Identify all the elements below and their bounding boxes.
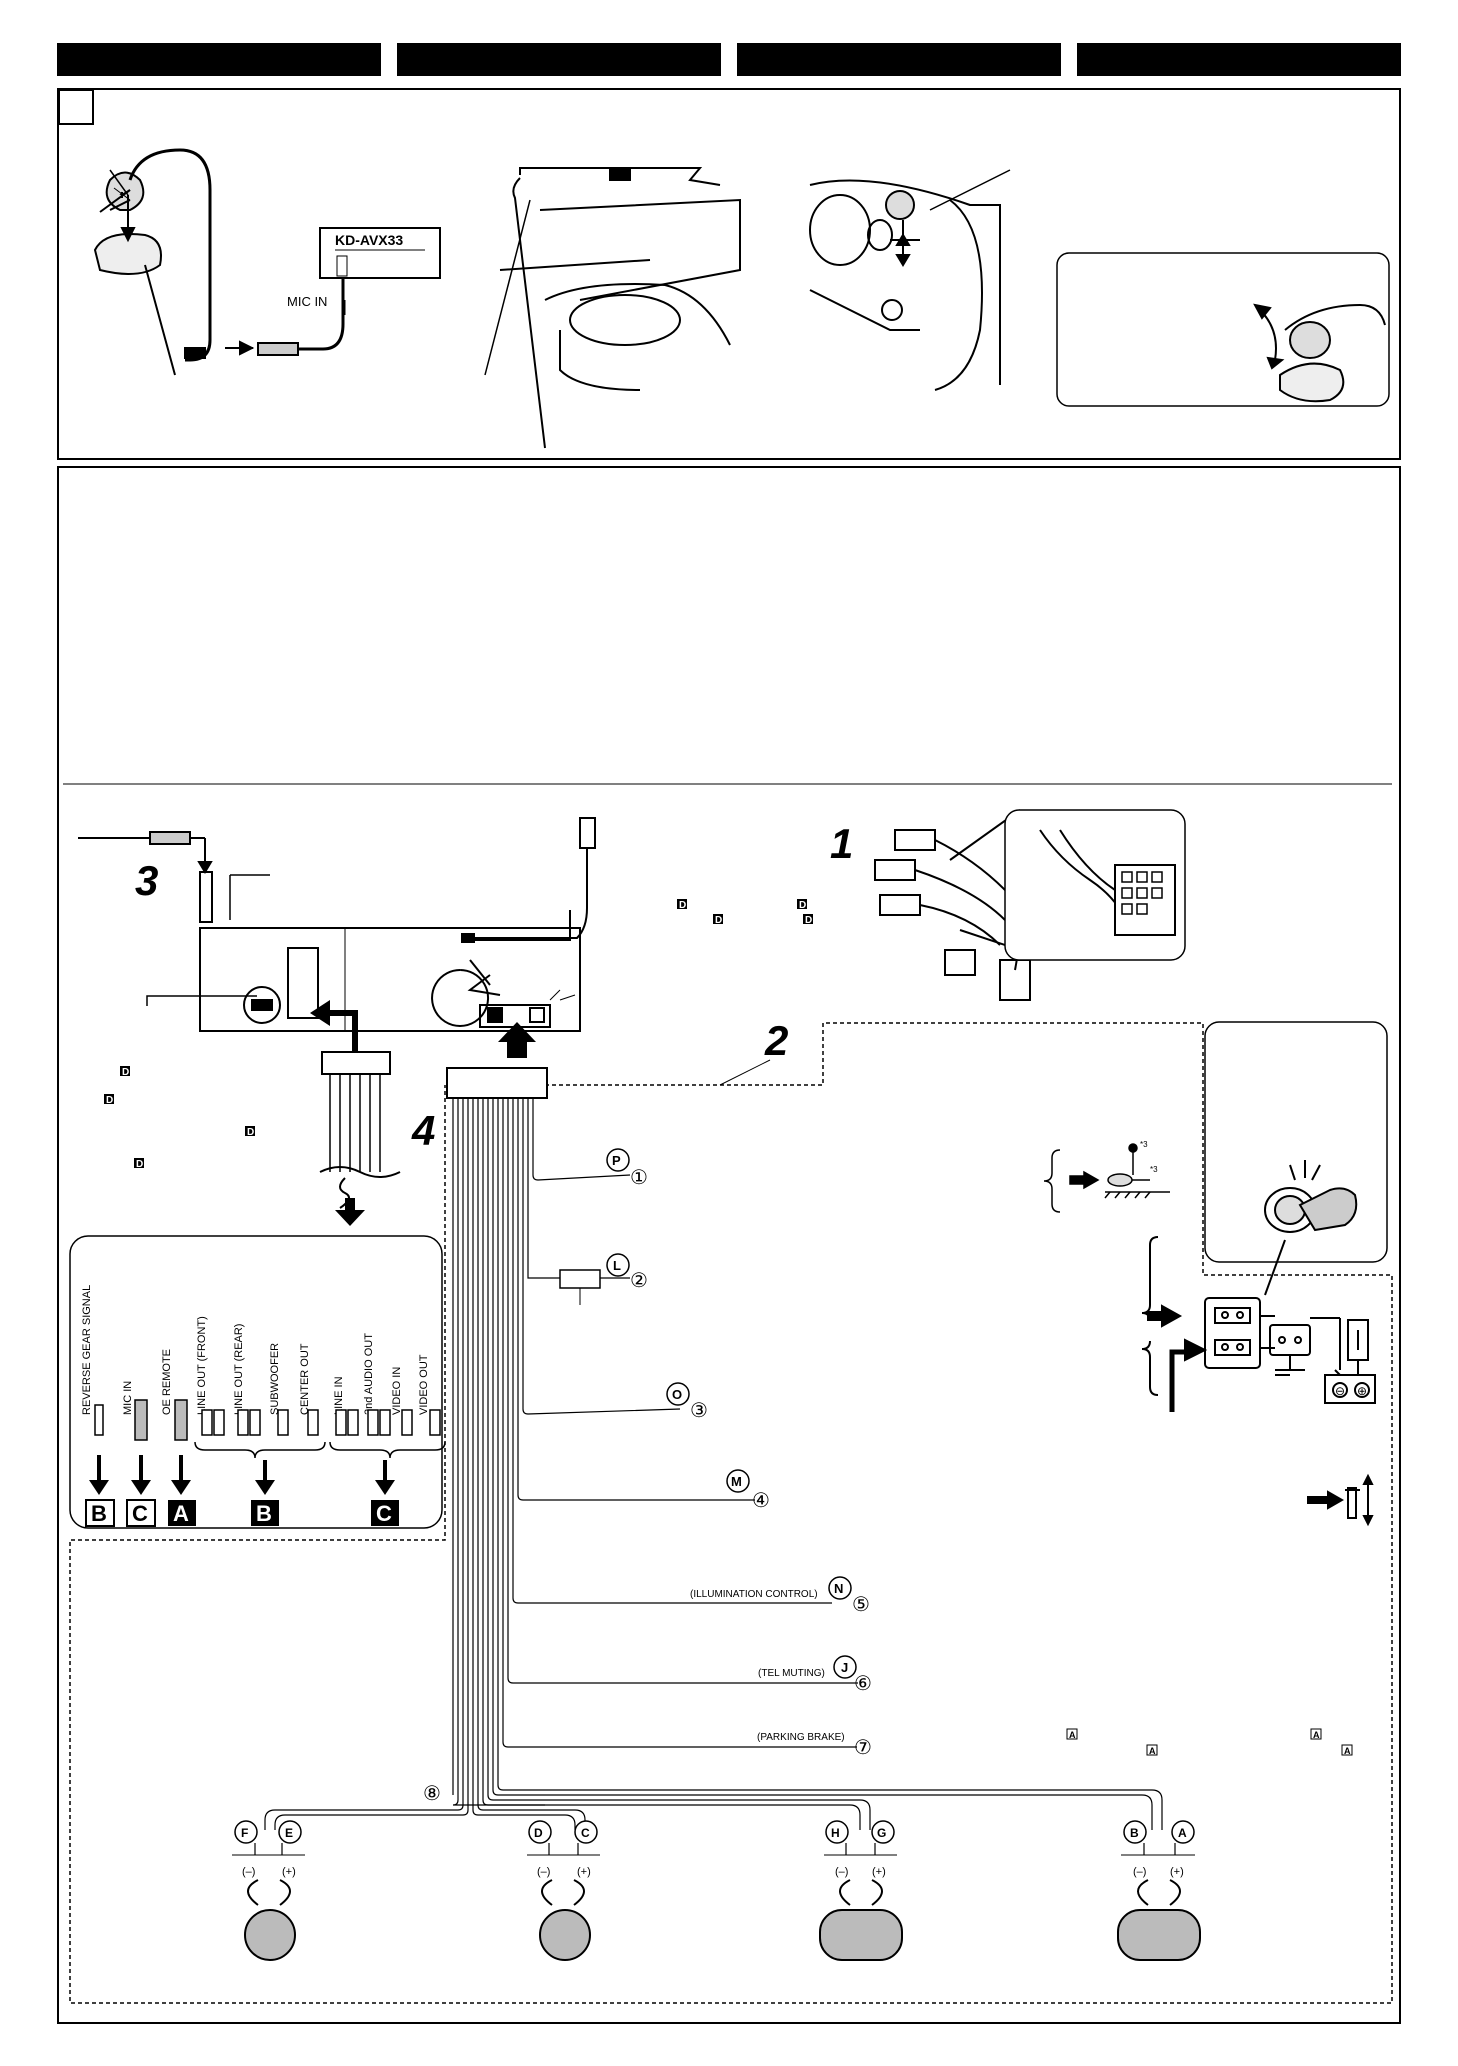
lead-num-3: ③ [690,1400,708,1422]
svg-text:C: C [581,1826,590,1840]
svg-text:E: E [285,1826,293,1840]
speaker-group-1: F E (–) (+) [232,1820,305,1961]
lead-label-tel-muting: (TEL MUTING) [758,1668,825,1679]
svg-text:(–): (–) [242,1866,255,1878]
svg-text:B: B [256,1501,272,1526]
lead-letter-j: J [841,1660,848,1675]
lead-num-7: ⑦ [854,1737,872,1759]
fuse [559,1269,601,1289]
lead-letter-n: N [834,1581,843,1596]
svg-text:(–): (–) [537,1866,550,1878]
svg-text:(+): (+) [1170,1866,1184,1878]
svg-text:A: A [1313,1730,1320,1740]
harness-wires [264,1098,1163,1830]
jack-label-video-in: VIDEO IN [391,1367,403,1415]
harness-num-8: ⑧ [423,1783,441,1805]
svg-text:A: A [1178,1826,1187,1840]
jack-label-line-in: LINE IN [333,1376,345,1415]
jack-label-subwoofer: SUBWOOFER [269,1343,281,1415]
jack-label-oe-remote: OE REMOTE [161,1349,173,1415]
jack-label-reverse-gear: REVERSE GEAR SIGNAL [81,1285,93,1415]
battery-neg: ⊖ [1335,1384,1345,1398]
jack-label-video-out: VIDEO OUT [418,1354,430,1415]
svg-text:D: D [805,915,812,926]
jack-letter-boxes: B C A B C [85,1499,399,1527]
lead-label-illumination: (ILLUMINATION CONTROL) [690,1589,818,1600]
lead-letter-p: P [612,1153,621,1168]
speaker-group-3: H G (–) (+) [819,1820,903,1961]
mic-plug [78,831,270,923]
svg-text:A: A [1344,1746,1351,1756]
screw-note-1: *3 [1140,1140,1148,1149]
svg-text:D: D [122,1067,129,1078]
jack-label-mic-in: MIC IN [122,1381,134,1415]
svg-text:A: A [1149,1746,1156,1756]
screw-note-2: *3 [1150,1165,1158,1174]
mic-callout-line [109,169,129,196]
svg-text:G: G [877,1826,886,1840]
lead-num-6: ⑥ [854,1673,872,1695]
main-unit [199,817,596,1032]
svg-text:H: H [831,1826,840,1840]
lead-num-5: ⑤ [852,1594,870,1616]
fuse-block [1141,1236,1376,1412]
svg-text:D: D [106,1095,113,1106]
svg-text:D: D [715,915,722,926]
jack-plugs [94,1399,441,1441]
battery-pos: ⊕ [1357,1384,1367,1398]
ignition-key [1264,1160,1358,1296]
svg-text:C: C [132,1501,148,1526]
jack-label-2nd-audio-out: 2nd AUDIO OUT [363,1333,375,1415]
svg-text:A: A [173,1501,189,1526]
svg-text:(+): (+) [872,1866,886,1878]
svg-text:(–): (–) [1133,1866,1146,1878]
svg-text:D: D [799,900,806,911]
svg-text:D: D [136,1159,143,1170]
dashboard-illustration [484,167,741,449]
svg-text:A: A [1069,1730,1076,1740]
step-3: 3 [135,857,158,904]
svg-text:(+): (+) [577,1866,591,1878]
svg-text:D: D [247,1127,254,1138]
lead-num-4: ④ [752,1490,770,1512]
step-1: 1 [830,820,853,867]
speaker-group-4: B A (–) (+) [1117,1820,1201,1961]
svg-text:B: B [91,1501,107,1526]
model-label: KD-AVX33 [335,232,403,248]
speaker-group-2: D C (–) (+) [527,1820,600,1961]
mic-in-label: MIC IN [287,294,327,309]
ground-screw [1043,1143,1170,1213]
svg-text:D: D [679,900,686,911]
svg-text:D: D [534,1826,543,1840]
header-tab-4 [1077,43,1401,76]
lever-icon [1307,1473,1374,1527]
gauge-illustration [809,169,1011,391]
header-tab-2 [397,43,721,76]
svg-text:B: B [1130,1826,1139,1840]
jack-label-line-out-rear: LINE OUT (REAR) [233,1324,245,1415]
lead-letter-o: O [672,1387,682,1402]
svg-text:(–): (–) [835,1866,848,1878]
header-tab-3 [737,43,1061,76]
step-2: 2 [764,1017,788,1064]
section-corner-box [58,89,94,125]
power-connector [446,1067,548,1099]
svg-text:F: F [241,1826,248,1840]
lead-letter-m: M [731,1474,742,1489]
rca-harness [319,1051,401,1209]
microphone-illustration [93,148,345,376]
lead-label-parking-brake: (PARKING BRAKE) [757,1732,845,1743]
step-4: 4 [411,1107,435,1154]
svg-text:(+): (+) [282,1866,296,1878]
mic-angle-illustration [1253,303,1386,403]
lead-num-1: ① [630,1167,648,1189]
header-tab-1 [57,43,381,76]
svg-text:C: C [376,1501,392,1526]
lead-letter-l: L [613,1258,621,1273]
jack-label-line-out-front: LINE OUT (FRONT) [196,1316,208,1415]
jack-label-center-out: CENTER OUT [299,1343,311,1415]
lead-num-2: ② [630,1270,648,1292]
rear-jacks-box [69,1235,443,1529]
